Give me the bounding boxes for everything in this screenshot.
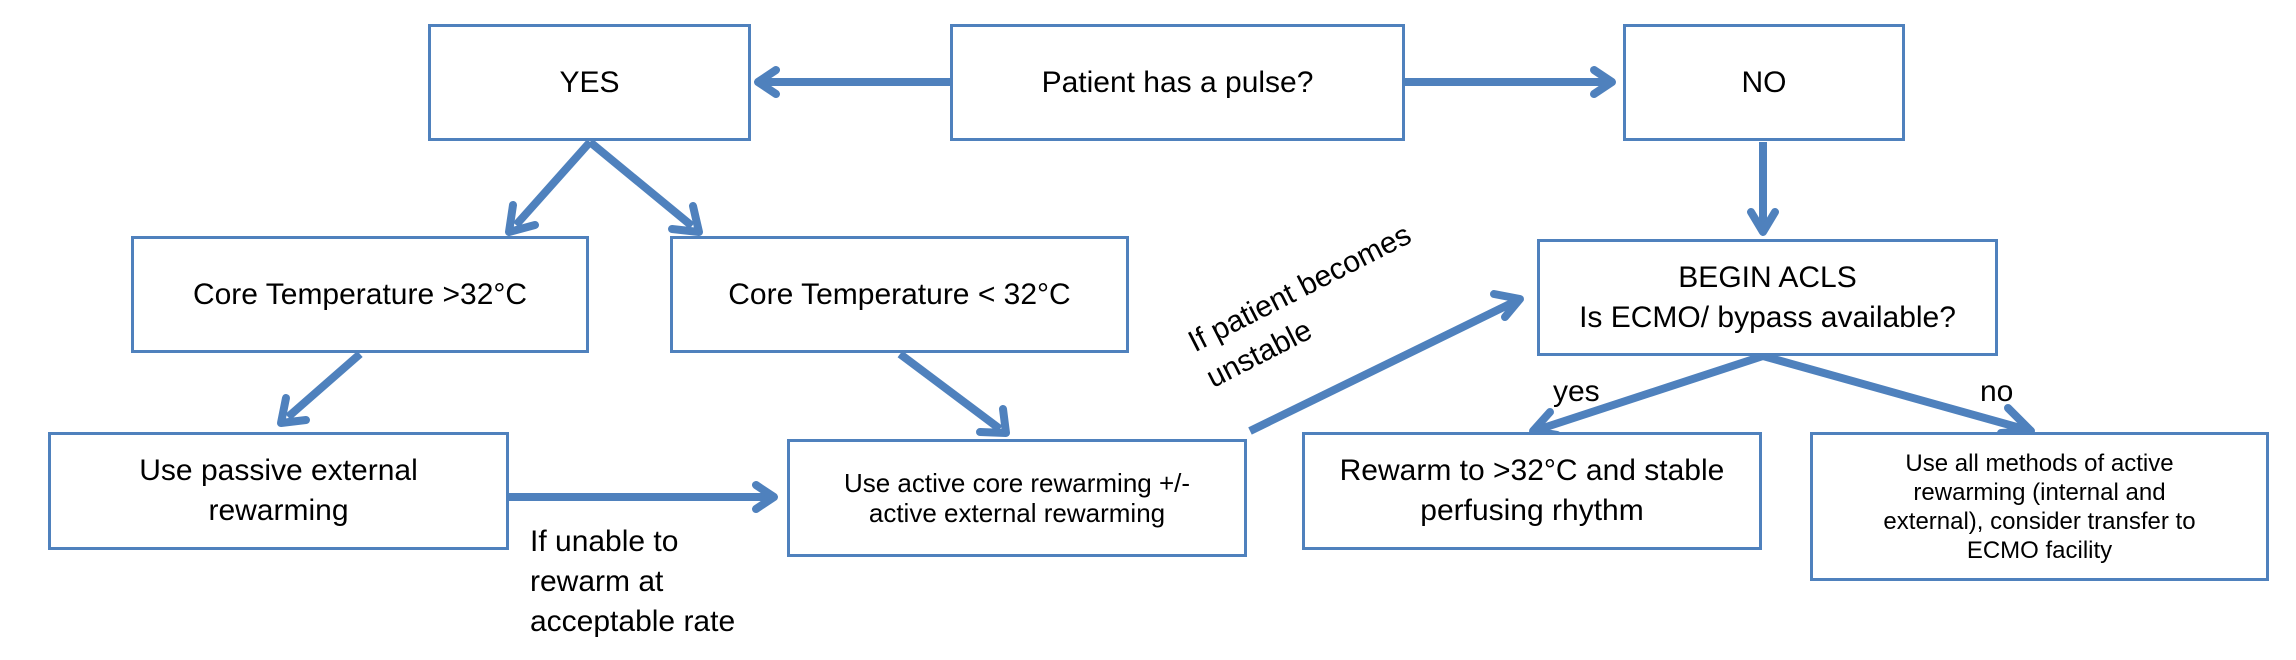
node-all-methods-text: Use all methods of active rewarming (int…: [1883, 449, 2196, 564]
node-core-temp-below: Core Temperature < 32°C: [670, 236, 1129, 353]
node-active-core-rewarming: Use active core rewarming +/- active ext…: [787, 439, 1247, 557]
arrowhead: [976, 405, 1010, 437]
arrowhead: [754, 66, 780, 98]
arrow-core-below-to-active: [897, 350, 1003, 433]
node-no: NO: [1623, 24, 1905, 141]
node-passive-rewarming-text: Use passive external rewarming: [139, 454, 418, 527]
arrowhead: [1590, 66, 1616, 98]
node-core-temp-above: Core Temperature >32°C: [131, 236, 589, 353]
arrow-active-to-acls: [1248, 298, 1516, 435]
arrow-yes-to-core-below: [587, 138, 695, 230]
arrow-acls-to-all-methods: [1761, 352, 2026, 433]
label-unable-to-rewarm: If unable to rewarm at acceptable rate: [530, 525, 736, 638]
node-yes: YES: [428, 24, 751, 141]
arrow-acls-to-rewarm: [1538, 352, 1765, 433]
arrow-yes-to-core-above: [513, 139, 593, 228]
node-yes-text: YES: [559, 65, 620, 99]
arrow-core-above-to-passive: [285, 350, 363, 421]
arrowhead: [752, 481, 778, 513]
arrowhead: [505, 201, 539, 236]
arrowhead: [668, 202, 703, 236]
node-all-methods: Use all methods of active rewarming (int…: [1810, 432, 2269, 581]
node-rewarm-stable-text: Rewarm to >32°C and stable perfusing rhy…: [1339, 454, 1725, 527]
node-rewarm-stable: Rewarm to >32°C and stable perfusing rhy…: [1302, 432, 1762, 550]
node-no-text: NO: [1741, 65, 1787, 99]
node-begin-acls: BEGIN ACLS Is ECMO/ bypass available?: [1537, 239, 1998, 356]
node-pulse-text: Patient has a pulse?: [1041, 65, 1314, 99]
label-no: no: [1980, 375, 2014, 408]
node-pulse: Patient has a pulse?: [950, 24, 1405, 141]
node-begin-acls-text: BEGIN ACLS Is ECMO/ bypass available?: [1579, 260, 1956, 334]
arrowhead: [1490, 290, 1524, 321]
node-passive-rewarming: Use passive external rewarming: [48, 432, 509, 550]
arrowhead: [277, 394, 310, 427]
node-core-temp-below-text: Core Temperature < 32°C: [728, 277, 1071, 311]
node-active-core-rewarming-text: Use active core rewarming +/- active ext…: [843, 468, 1191, 528]
node-core-temp-above-text: Core Temperature >32°C: [192, 277, 528, 311]
arrowhead: [1747, 208, 1779, 236]
label-yes: yes: [1553, 375, 1600, 408]
